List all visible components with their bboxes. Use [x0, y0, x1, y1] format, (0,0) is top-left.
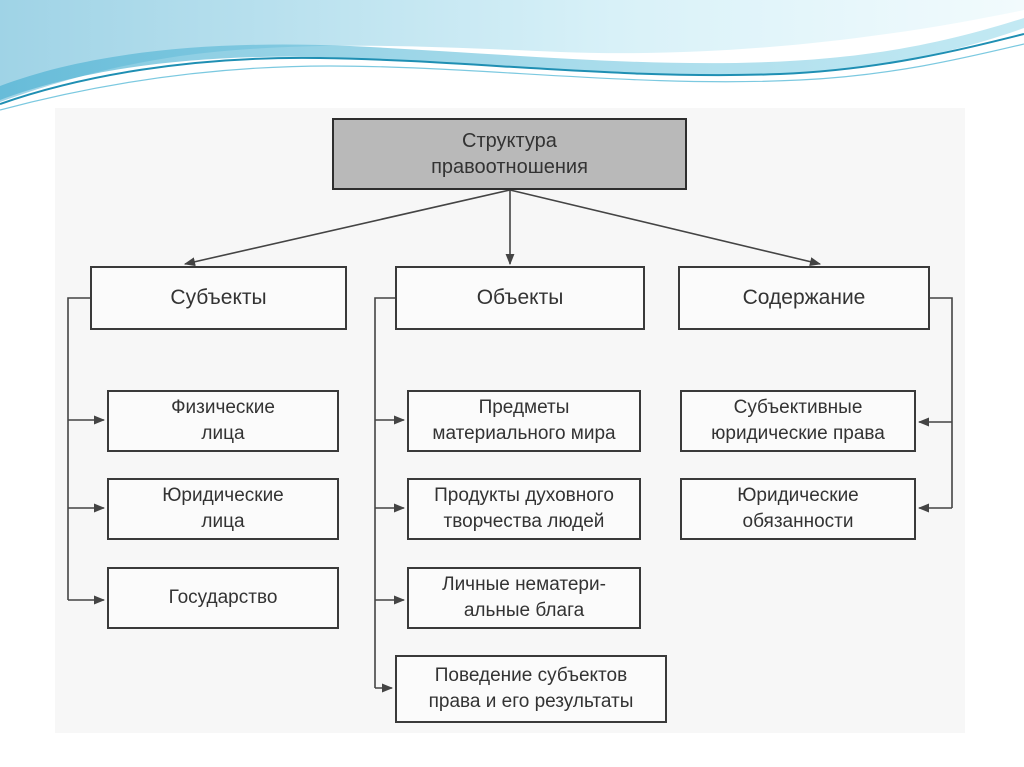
bracket-objects [374, 297, 395, 688]
bracket-content [930, 297, 953, 508]
node-legal-duties-label: Юридические обязанности [737, 485, 859, 532]
node-state: Государство [107, 567, 339, 629]
node-spiritual-products: Продукты духовного творчества людей [407, 478, 641, 540]
arrow-root-to-content [509, 189, 822, 267]
node-state-label: Государство [168, 587, 278, 608]
root-node: Структура правоотношения [332, 118, 687, 190]
node-subjective-rights: Субъективные юридические права [680, 390, 916, 452]
node-nonmaterial-goods: Личные немате­ри- альные блага [407, 567, 641, 629]
category-objects-label: Объекты [476, 286, 564, 309]
node-behavior-results: Поведение субъектов права и его результа… [395, 655, 667, 723]
node-subjective-rights-label: Субъективные юридические права [711, 397, 885, 444]
category-content-label: Содержание [742, 286, 866, 309]
node-physical-persons-label: Физические лица [171, 397, 275, 444]
node-spiritual-products-label: Продукты духовного творчества людей [434, 485, 614, 532]
category-objects: Объекты [395, 266, 645, 330]
node-nonmaterial-goods-label: Личные немате­ри- альные блага [442, 574, 606, 621]
node-material-objects-label: Предметы материального мира [432, 397, 616, 444]
header-wave-decoration [0, 0, 1024, 111]
category-subjects-label: Субъекты [170, 286, 267, 309]
arrow-root-to-subjects [183, 189, 511, 267]
category-subjects: Субъекты [90, 266, 347, 330]
node-legal-entities-label: Юридические лица [162, 485, 284, 532]
bracket-subjects [67, 297, 90, 600]
category-content: Содержание [678, 266, 930, 330]
node-behavior-results-label: Поведение субъектов права и его результа… [428, 665, 634, 712]
node-legal-duties: Юридические обязанности [680, 478, 916, 540]
root-node-label: Структура правоотношения [431, 130, 588, 178]
node-legal-entities: Юридические лица [107, 478, 339, 540]
node-physical-persons: Физические лица [107, 390, 339, 452]
node-material-objects: Предметы материального мира [407, 390, 641, 452]
